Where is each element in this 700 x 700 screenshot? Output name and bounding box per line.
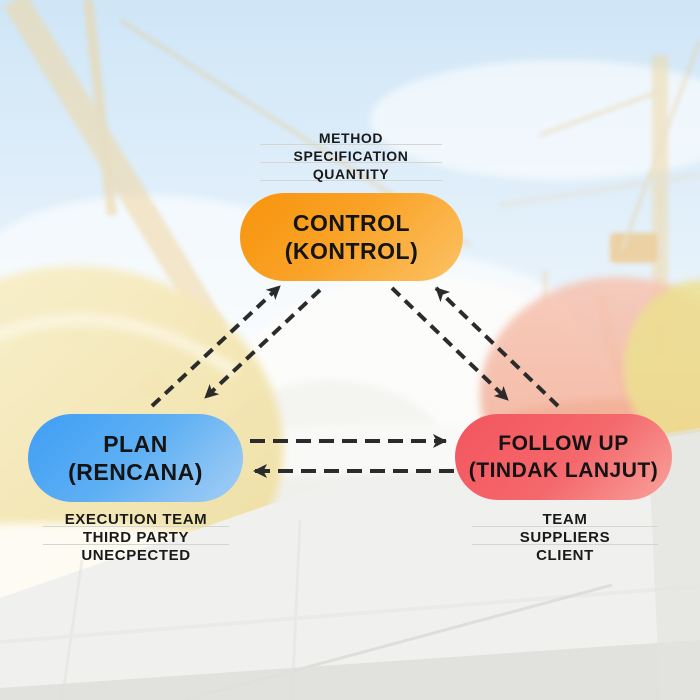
note-label: SUPPLIERS: [519, 529, 611, 546]
node-subtitle: (KONTROL): [284, 238, 419, 264]
divider-line: [260, 180, 442, 181]
note-label: METHOD: [318, 130, 384, 146]
node-plan: PLAN (RENCANA): [28, 414, 243, 502]
arrow-plan-to-control: [150, 284, 282, 408]
note-label: SPECIFICATION: [293, 148, 409, 164]
node-subtitle: (TINDAK LANJUT): [468, 459, 659, 482]
plan-notes: EXECUTION TEAM THIRD PARTY UNECPECTED: [43, 511, 229, 565]
divider-line: [260, 162, 442, 163]
node-title: FOLLOW UP: [498, 432, 629, 455]
divider-line: [43, 526, 229, 527]
control-notes: METHOD SPECIFICATION QUANTITY: [260, 129, 442, 183]
note-unexpected: UNECPECTED: [45, 547, 227, 565]
note-label: THIRD PARTY: [82, 529, 190, 546]
note-label: UNECPECTED: [81, 547, 191, 564]
note-specification: SPECIFICATION: [260, 147, 442, 165]
note-team: TEAM: [472, 511, 658, 529]
note-label: EXECUTION TEAM: [64, 511, 208, 528]
note-method: METHOD: [260, 129, 442, 147]
arrow-control-to-plan: [203, 288, 322, 400]
node-control: CONTROL (KONTROL): [240, 193, 463, 281]
divider-line: [472, 544, 658, 545]
note-execution-team: EXECUTION TEAM: [43, 511, 229, 529]
note-label: TEAM: [542, 511, 588, 528]
node-subtitle: (RENCANA): [68, 459, 203, 485]
node-follow-up: FOLLOW UP (TINDAK LANJUT): [455, 414, 672, 500]
note-label: QUANTITY: [312, 166, 390, 182]
note-third-party: THIRD PARTY: [43, 529, 229, 547]
note-client: CLIENT: [474, 547, 656, 565]
node-title: CONTROL: [292, 210, 411, 236]
divider-line: [43, 544, 229, 545]
hard-hat-yellow-far-right: [624, 280, 700, 456]
divider-line: [472, 526, 658, 527]
note-quantity: QUANTITY: [260, 165, 442, 183]
arrow-control-to-followup: [390, 286, 510, 402]
divider-line: [260, 144, 442, 145]
note-suppliers: SUPPLIERS: [472, 529, 658, 547]
node-title: PLAN: [103, 431, 168, 457]
arrow-followup-to-control: [434, 286, 560, 408]
follow-up-notes: TEAM SUPPLIERS CLIENT: [472, 511, 658, 565]
note-label: CLIENT: [536, 547, 594, 564]
